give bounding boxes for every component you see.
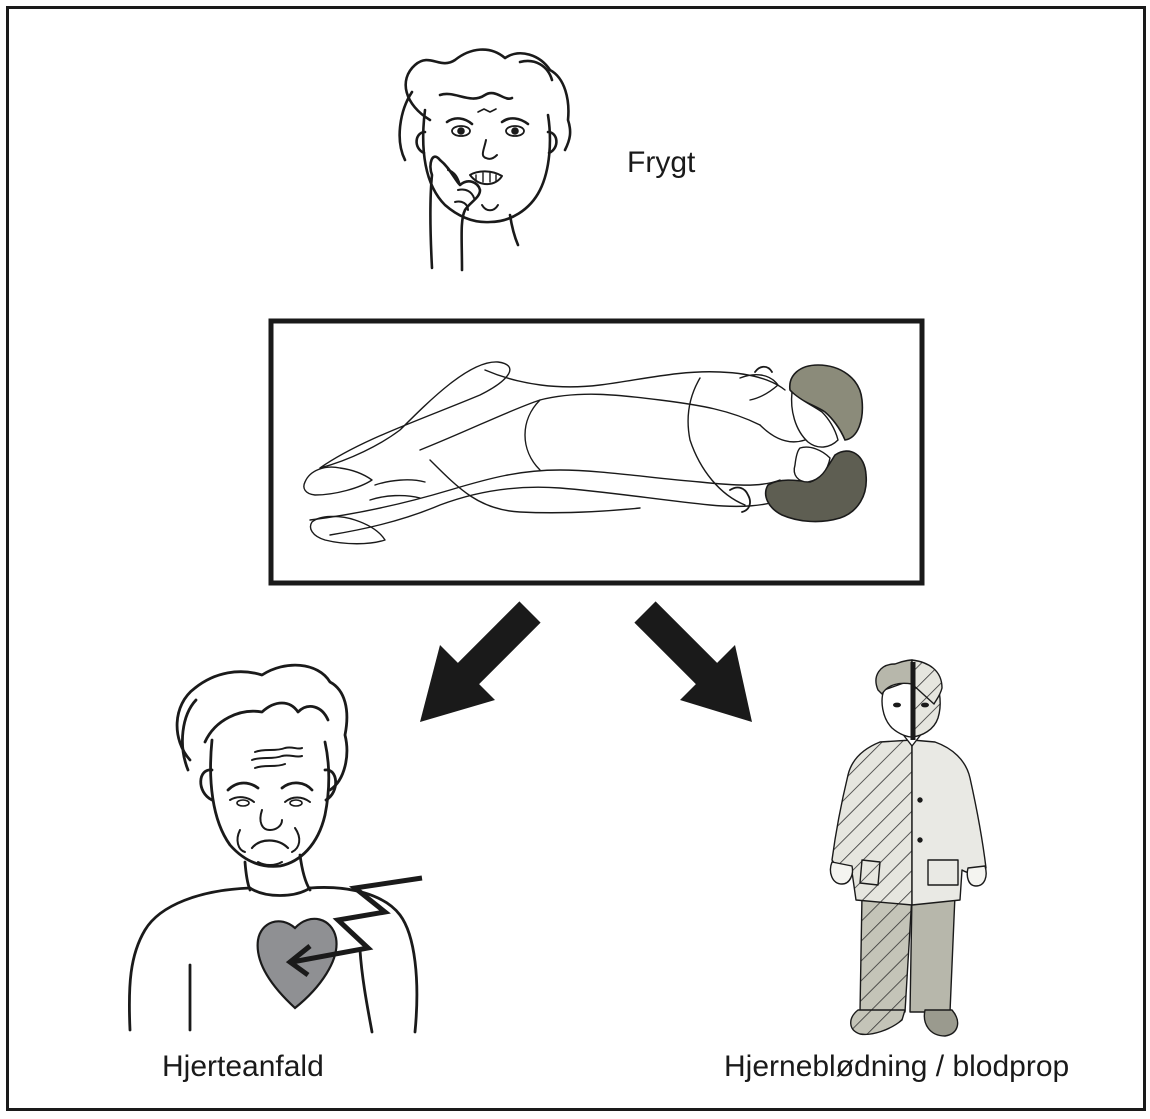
fear-face-icon — [400, 50, 570, 270]
arrow-down-right-icon — [645, 612, 752, 722]
label-fear: Frygt — [627, 146, 695, 180]
label-stroke: Hjerneblødning / blodprop — [724, 1050, 1069, 1084]
arrow-down-left-icon — [420, 612, 530, 722]
label-heart-attack: Hjerteanfald — [162, 1050, 324, 1084]
half-body-stroke-figure-icon — [830, 660, 986, 1036]
